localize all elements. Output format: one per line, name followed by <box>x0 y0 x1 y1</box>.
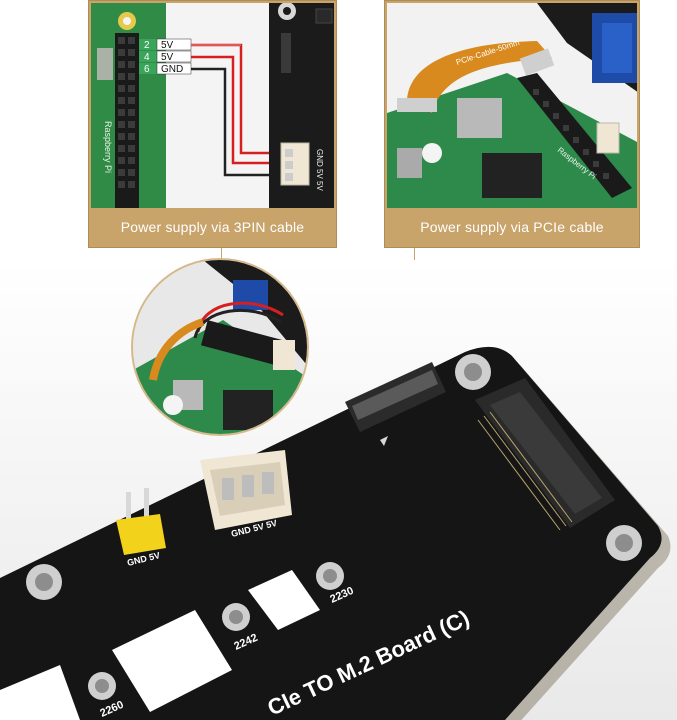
pin-6-num: 6 <box>144 64 150 75</box>
caption-3pin: Power supply via 3PIN cable <box>120 219 305 235</box>
pin-4-name: 5V <box>161 52 174 63</box>
left-board-label: Raspberry Pi <box>103 121 113 173</box>
caption-pcie: Power supply via PCIe cable <box>420 219 604 235</box>
fpc-connector <box>345 362 446 446</box>
yellow-2pin-header <box>116 488 166 555</box>
callout-line-left <box>221 248 222 260</box>
left-connector-label: GND 5V 5V <box>315 149 324 191</box>
callout-panel-3pin: 2 5V 4 5V 6 GND Raspberry Pi <box>88 0 337 248</box>
pin-4-num: 4 <box>144 52 150 63</box>
m2-slot <box>475 378 615 531</box>
pin-6-name: GND <box>161 64 183 75</box>
zoom-inset-pi-connection <box>131 258 309 436</box>
pin-2-num: 2 <box>144 40 150 51</box>
3pin-connector <box>200 450 292 530</box>
callout-panel-pcie: PCIe-Cable-50mm Raspberry Pi Power suppl… <box>384 0 640 248</box>
photo-3pin-wiring: 2 5V 4 5V 6 GND Raspberry Pi <box>91 3 334 208</box>
photo-pcie-cable: PCIe-Cable-50mm Raspberry Pi <box>387 3 637 208</box>
mounting-holes <box>26 354 642 700</box>
pin-2-name: 5V <box>161 40 174 51</box>
